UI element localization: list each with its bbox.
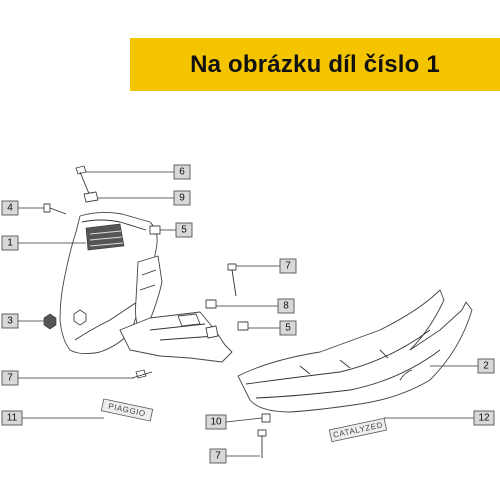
callout-7b: 7 [1, 370, 19, 386]
svg-text:11: 11 [7, 413, 18, 424]
callout-5b: 5 [279, 320, 297, 336]
callout-12: 12 [473, 410, 495, 426]
decal-catalyzed-text: CATALYZED [332, 420, 384, 439]
callout-8: 8 [277, 298, 295, 314]
inner-bracket-part [119, 311, 233, 363]
svg-text:1: 1 [7, 238, 13, 249]
svg-text:12: 12 [478, 413, 490, 424]
callout-1: 1 [1, 235, 19, 251]
callout-6: 6 [173, 164, 191, 180]
screw-7c [257, 429, 267, 458]
screw-7a [227, 263, 237, 297]
screw-4 [43, 203, 67, 215]
svg-text:4: 4 [7, 203, 13, 214]
screw-7b [131, 369, 153, 379]
svg-text:8: 8 [283, 301, 289, 312]
front-shield-part [59, 211, 163, 355]
callout-7a: 7 [279, 258, 297, 274]
sleeve-8 [205, 299, 217, 309]
svg-text:5: 5 [181, 225, 187, 236]
decal-piaggio: PIAGGIO [100, 398, 154, 422]
svg-text:3: 3 [7, 316, 13, 327]
svg-text:9: 9 [179, 193, 185, 204]
svg-text:7: 7 [215, 451, 221, 462]
clip-9 [83, 191, 99, 203]
clip-5b [237, 321, 249, 331]
clip-10 [261, 413, 271, 423]
callout-5a: 5 [175, 222, 193, 238]
svg-text:6: 6 [179, 167, 185, 178]
callout-11: 11 [1, 410, 23, 426]
nut-3 [43, 313, 57, 330]
decal-catalyzed: CATALYZED [328, 417, 388, 443]
svg-text:7: 7 [285, 261, 291, 272]
screw-6 [75, 165, 91, 197]
svg-text:2: 2 [483, 361, 489, 372]
banner-title: Na obrázku díl číslo 1 [190, 50, 440, 78]
banner: Na obrázku díl číslo 1 [130, 38, 500, 91]
callout-2: 2 [477, 358, 495, 374]
clip-5a [149, 225, 161, 235]
callout-3: 3 [1, 313, 19, 329]
callout-10: 10 [205, 414, 227, 430]
footboard-part [237, 289, 473, 413]
svg-text:5: 5 [285, 323, 291, 334]
svg-text:10: 10 [210, 417, 222, 428]
svg-text:7: 7 [7, 373, 13, 384]
callout-9: 9 [173, 190, 191, 206]
callout-4: 4 [1, 200, 19, 216]
callout-7c: 7 [209, 448, 227, 464]
